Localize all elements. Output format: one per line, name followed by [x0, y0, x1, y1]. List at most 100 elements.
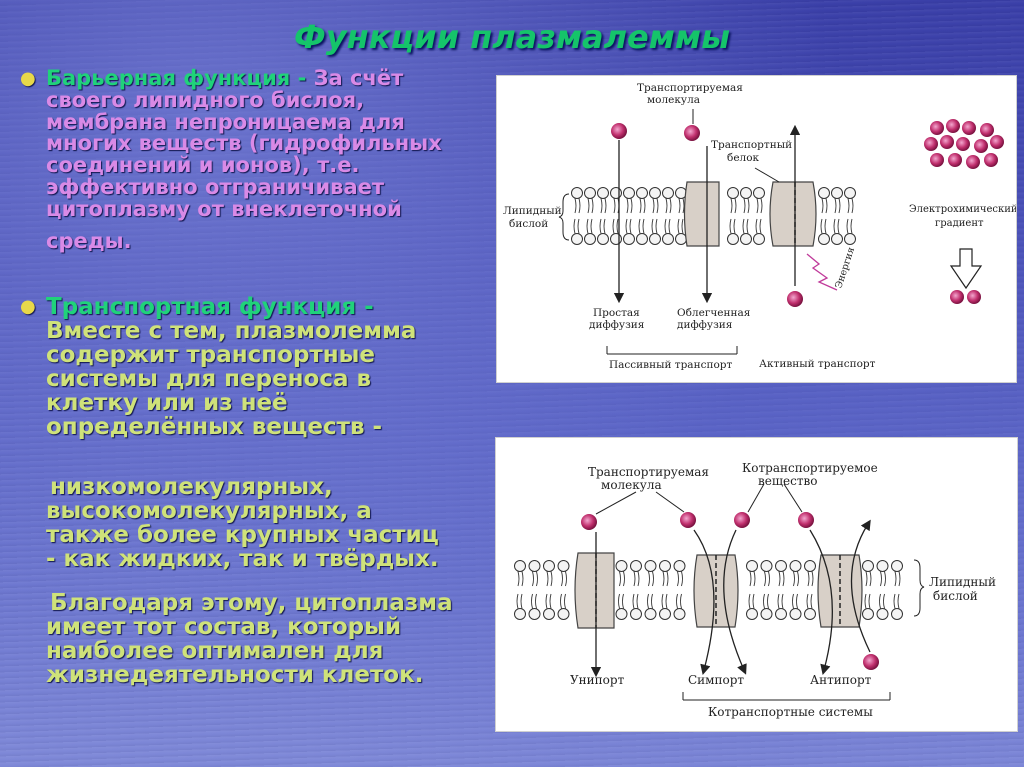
lipid-tail — [574, 198, 577, 214]
transport-heading: Транспортная функция - — [46, 294, 374, 320]
lipid-tail — [777, 593, 780, 609]
cotransported-substance — [734, 512, 750, 528]
transported-molecule — [798, 512, 814, 528]
lipid-tail — [629, 218, 632, 234]
lipid-tail — [792, 593, 794, 609]
lipid-tail — [656, 198, 659, 214]
molecule-cluster — [924, 119, 1004, 169]
lipid-head — [760, 608, 773, 620]
lipid-tail — [748, 593, 751, 609]
lipid-tail — [639, 198, 642, 214]
lipid-head — [753, 187, 765, 199]
lipid-tail — [733, 218, 736, 234]
label-transported-molecule-2: молекула — [601, 478, 662, 492]
lipid-tail — [894, 571, 897, 587]
lipid-head — [753, 233, 765, 245]
lipid-head — [584, 187, 596, 199]
lipid-tail — [676, 593, 678, 609]
barrier-line: цитоплазму от внеклеточной — [46, 196, 402, 221]
cotransport-diagram: Транспортируемая молекула Котранспортиру… — [495, 437, 1018, 732]
lipid-tail — [749, 571, 752, 587]
lipid-tail — [637, 571, 640, 587]
lipid-head — [514, 608, 526, 620]
lipid-head — [659, 560, 671, 572]
lipid-tail — [681, 218, 684, 234]
lipid-tail — [591, 198, 594, 214]
label-cotransport-systems: Котранспортные системы — [708, 705, 873, 719]
lipid-tail — [647, 593, 649, 609]
lipid-tail — [648, 571, 650, 587]
lipid-head — [675, 233, 687, 245]
lipid-head — [615, 560, 628, 572]
barrier-line: своего липидного бислоя, — [46, 87, 365, 112]
lipid-tail — [730, 198, 733, 214]
barrier-line: мембрана непроницаема для — [46, 109, 405, 134]
lipid-tail — [618, 593, 620, 609]
lipid-tail — [622, 593, 624, 609]
transport-line: содержит транспортные — [46, 341, 376, 368]
lipid-head — [876, 560, 889, 572]
lipid-tail — [880, 571, 882, 587]
lipid-head — [891, 608, 903, 620]
lipid-tail — [668, 218, 671, 234]
barrier-heading: Барьерная функция - — [46, 66, 307, 90]
lipid-head — [740, 233, 752, 245]
lipid-tail — [604, 198, 607, 214]
lipid-tail — [868, 593, 871, 609]
transport-line: клетку или из неё — [46, 389, 288, 416]
lipid-head — [831, 187, 843, 199]
transport-paragraph-3: Благодаря этому, цитоплазма имеет тот со… — [20, 591, 490, 688]
lipid-tail — [590, 218, 593, 234]
lipid-head — [844, 233, 856, 245]
lipid-tail — [764, 571, 766, 587]
transported-molecule — [684, 125, 700, 141]
lipid-tail — [638, 218, 641, 234]
lipid-tail — [561, 571, 563, 587]
transport-line: высокомолекулярных, а — [46, 497, 372, 524]
lipid-tail — [521, 571, 524, 587]
lipid-tail — [665, 593, 668, 609]
lipid-tail — [793, 571, 795, 587]
lipid-head — [740, 187, 752, 199]
lipid-tail — [545, 593, 548, 609]
lipid-tail — [665, 198, 668, 214]
label-lipid-bilayer-2: бислой — [509, 218, 548, 230]
label-lipid-bilayer-2: бислой — [933, 589, 978, 603]
label-simple-diffusion-2: диффузия — [589, 319, 645, 331]
lipid-head — [630, 608, 642, 620]
label-facilitated-diffusion-2: диффузия — [677, 319, 733, 331]
transport-line: наиболее оптимален для — [46, 637, 384, 664]
label-energy: Энергия — [833, 246, 857, 290]
lipid-head — [844, 187, 856, 199]
lipid-tail — [778, 571, 781, 587]
lipid-head — [610, 233, 622, 245]
lipid-tail — [682, 198, 685, 214]
label-transported-molecule: Транспортируемая — [588, 465, 709, 479]
transport-line: Вместе с тем, плазмолемма — [46, 317, 417, 344]
lipid-tail — [838, 198, 841, 214]
lipid-head — [804, 560, 816, 572]
lipid-head — [659, 608, 671, 620]
lipid-tail — [661, 593, 664, 609]
lipid-tail — [652, 571, 654, 587]
label-passive-transport: Пассивный транспорт — [609, 359, 732, 371]
lipid-tail — [681, 571, 683, 587]
lipid-tail — [573, 218, 576, 234]
label-transported-molecule-2: молекула — [647, 94, 700, 106]
lipid-tail — [797, 571, 799, 587]
uniport-protein — [574, 552, 615, 629]
label-lipid-bilayer: Липидный — [929, 575, 996, 589]
lipid-tail — [599, 218, 602, 234]
lipid-head — [831, 233, 843, 245]
lipid-tail — [746, 218, 749, 234]
transport-paragraph: ● Транспортная функция - Вместе с тем, п… — [20, 294, 490, 439]
lipid-tail — [680, 593, 682, 609]
label-antiport: Антипорт — [810, 673, 872, 687]
lipid-tail — [636, 593, 639, 609]
lipid-tail — [763, 593, 765, 609]
lipid-head — [818, 233, 830, 245]
transport-line: - как жидких, так и твёрдых. — [46, 545, 439, 572]
lipid-tail — [520, 593, 523, 609]
lipid-head — [623, 233, 635, 245]
lipid-head — [649, 233, 661, 245]
